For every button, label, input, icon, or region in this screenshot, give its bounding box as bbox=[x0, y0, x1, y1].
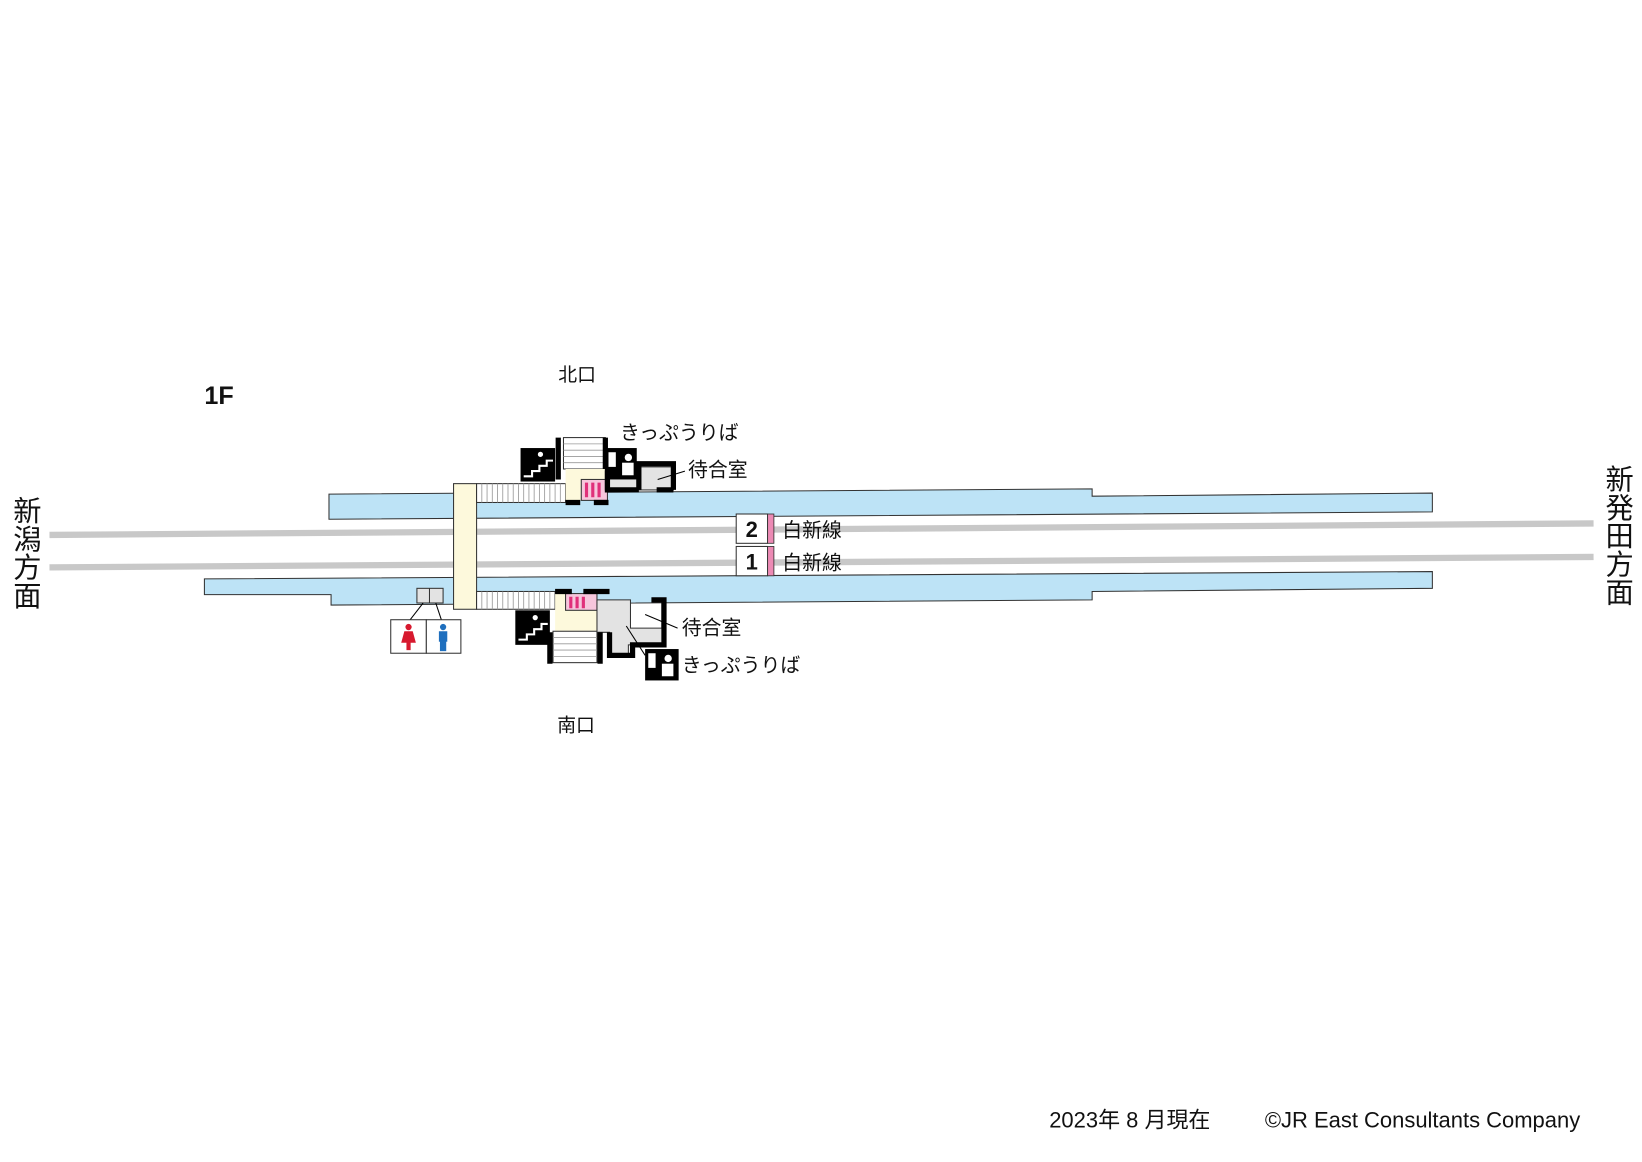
ticket-machine-icon-north bbox=[605, 448, 637, 480]
stairs-north-passage bbox=[476, 483, 567, 504]
stairs-escalator-icon-north bbox=[520, 448, 556, 482]
track-label-2: 2 白新線 bbox=[735, 513, 842, 544]
female-toilet-icon bbox=[401, 623, 416, 651]
south-entrance bbox=[547, 588, 667, 664]
track-line-name: 白新線 bbox=[782, 519, 842, 542]
south-waiting-label: 待合室 bbox=[682, 616, 742, 639]
direction-right: 新発田方面 bbox=[1601, 465, 1634, 606]
track-number: 2 bbox=[746, 517, 758, 542]
north-waiting-label: 待合室 bbox=[688, 458, 748, 481]
north-ticket-label: きっぷうりば bbox=[620, 422, 739, 445]
track-number: 1 bbox=[746, 549, 758, 574]
north-entrance bbox=[555, 437, 677, 506]
stairs-escalator-icon-south bbox=[515, 610, 550, 645]
track-2 bbox=[49, 520, 1594, 539]
floor-label: 1F bbox=[204, 382, 233, 410]
track-label-1: 1 白新線 bbox=[735, 545, 842, 577]
ticket-machine-icon-south bbox=[645, 649, 679, 681]
overpass bbox=[453, 483, 478, 610]
north-exit-label: 北口 bbox=[558, 364, 596, 386]
track-line-name: 白新線 bbox=[782, 551, 842, 574]
track-1 bbox=[49, 553, 1594, 571]
footer-copyright: ©JR East Consultants Company bbox=[1265, 1107, 1580, 1132]
south-ticket-label: きっぷうりば bbox=[682, 654, 801, 677]
stairs-south-passage bbox=[476, 590, 556, 610]
toilet bbox=[390, 587, 462, 654]
male-toilet-icon bbox=[438, 623, 448, 652]
south-exit-label: 南口 bbox=[557, 715, 595, 737]
footer-date: 2023年 8 月現在 bbox=[1049, 1107, 1210, 1132]
direction-left: 新潟方面 bbox=[9, 496, 42, 609]
platform-south bbox=[203, 571, 1433, 606]
